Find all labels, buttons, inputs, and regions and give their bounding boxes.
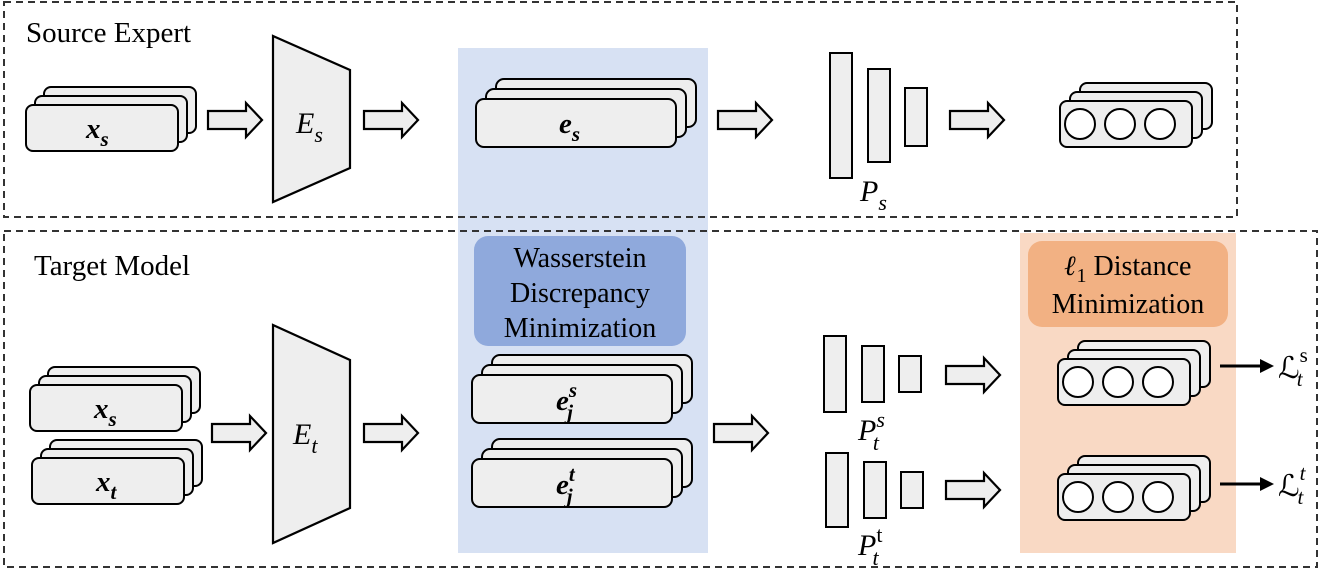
loss-arrow-target bbox=[1220, 477, 1274, 491]
l1-distance-label: ℓ1 Distance Minimization bbox=[1028, 241, 1228, 327]
L-subscript-t: t bbox=[1297, 367, 1304, 391]
target-input-stack-source: xs bbox=[29, 366, 201, 432]
arrow-to-source-predictor bbox=[716, 101, 774, 139]
x-subscript-s: s bbox=[100, 127, 109, 151]
source-expert-title: Source Expert bbox=[26, 17, 191, 49]
source-embedding-stack: es bbox=[475, 78, 697, 148]
L-symbol: ℒ bbox=[1278, 352, 1300, 385]
arrow-to-target-output-target bbox=[944, 471, 1002, 509]
E-subscript-t: t bbox=[311, 433, 318, 458]
e-subscript-j: j bbox=[564, 484, 573, 508]
target-model-frame bbox=[3, 230, 1318, 568]
svg-text:xs: xs bbox=[85, 113, 109, 151]
wasserstein-line-2: Discrepancy bbox=[510, 278, 650, 309]
x-subscript-t: t bbox=[111, 480, 118, 504]
ell-symbol: ℓ bbox=[1064, 251, 1077, 282]
target-output-stack-target bbox=[1057, 455, 1211, 521]
P-subscript-t: t bbox=[872, 545, 879, 570]
arrow-to-target-predictors bbox=[712, 414, 770, 452]
P-symbol: P bbox=[857, 414, 876, 447]
E-symbol: E bbox=[292, 418, 311, 451]
L-superscript-t: t bbox=[1300, 461, 1307, 485]
arrow-to-source-embedding bbox=[362, 101, 420, 139]
target-encoder: Et bbox=[271, 323, 352, 545]
svg-text:Pst: Pst bbox=[857, 407, 885, 455]
svg-text:etj: etj bbox=[556, 462, 576, 508]
arrow-to-target-encoder bbox=[210, 414, 268, 452]
svg-text:xt: xt bbox=[95, 466, 118, 504]
source-output-stack bbox=[1059, 82, 1213, 148]
e-symbol: e bbox=[556, 385, 569, 417]
P-superscript-s: s bbox=[876, 407, 885, 432]
svg-text:xs: xs bbox=[93, 393, 117, 431]
source-encoder: Es bbox=[271, 34, 352, 204]
svg-text:ℒtt: ℒtt bbox=[1278, 461, 1307, 509]
e-subscript-s: s bbox=[571, 122, 580, 146]
l1-line-1-rest: Distance bbox=[1087, 251, 1192, 282]
x-symbol: x bbox=[85, 113, 101, 145]
target-model-title: Target Model bbox=[34, 250, 190, 282]
wasserstein-line-3: Minimization bbox=[504, 313, 656, 344]
e-symbol: e bbox=[556, 469, 569, 501]
svg-text:es: es bbox=[559, 108, 580, 146]
x-symbol: x bbox=[95, 466, 111, 498]
L-superscript-s: s bbox=[1300, 343, 1308, 367]
svg-text:Ptt: Ptt bbox=[857, 522, 882, 570]
svg-text:ℒst: ℒst bbox=[1278, 343, 1308, 391]
P-subscript-s: s bbox=[878, 190, 887, 215]
source-expert-frame bbox=[3, 1, 1238, 218]
x-subscript-s: s bbox=[108, 407, 117, 431]
target-input-stack-target: xt bbox=[31, 439, 203, 505]
arrow-to-source-output bbox=[948, 101, 1006, 139]
arrow-to-target-output-source bbox=[944, 356, 1002, 394]
e-symbol: e bbox=[559, 108, 572, 140]
arrow-to-target-embeddings bbox=[362, 414, 420, 452]
e-subscript-j: j bbox=[564, 400, 573, 424]
svg-text:Et: Et bbox=[292, 418, 318, 458]
svg-text:ℓ1 Distance: ℓ1 Distance bbox=[1064, 251, 1192, 287]
target-output-stack-source bbox=[1057, 340, 1211, 406]
svg-text:Ps: Ps bbox=[859, 175, 887, 215]
P-symbol: P bbox=[857, 529, 876, 562]
E-subscript-s: s bbox=[314, 122, 323, 147]
P-symbol: P bbox=[859, 175, 878, 208]
L-symbol: ℒ bbox=[1278, 470, 1300, 503]
svg-text:esj: esj bbox=[556, 378, 577, 424]
ell-subscript-1: 1 bbox=[1077, 265, 1087, 287]
P-subscript-t: t bbox=[873, 430, 880, 455]
source-predictor: Ps bbox=[829, 52, 928, 215]
E-symbol: E bbox=[295, 107, 314, 140]
wasserstein-label: Wasserstein Discrepancy Minimization bbox=[474, 236, 686, 346]
e-superscript-t: t bbox=[569, 462, 576, 486]
e-superscript-s: s bbox=[568, 378, 577, 402]
L-subscript-t: t bbox=[1297, 485, 1304, 509]
x-symbol: x bbox=[93, 393, 109, 425]
arrow-to-source-encoder bbox=[206, 101, 264, 139]
l1-line-2: Minimization bbox=[1052, 289, 1204, 320]
wasserstein-line-1: Wasserstein bbox=[513, 243, 646, 274]
svg-text:Es: Es bbox=[295, 107, 323, 147]
loss-arrow-source bbox=[1220, 359, 1274, 373]
source-input-stack: xs bbox=[25, 86, 197, 152]
P-superscript-t: t bbox=[876, 522, 882, 547]
